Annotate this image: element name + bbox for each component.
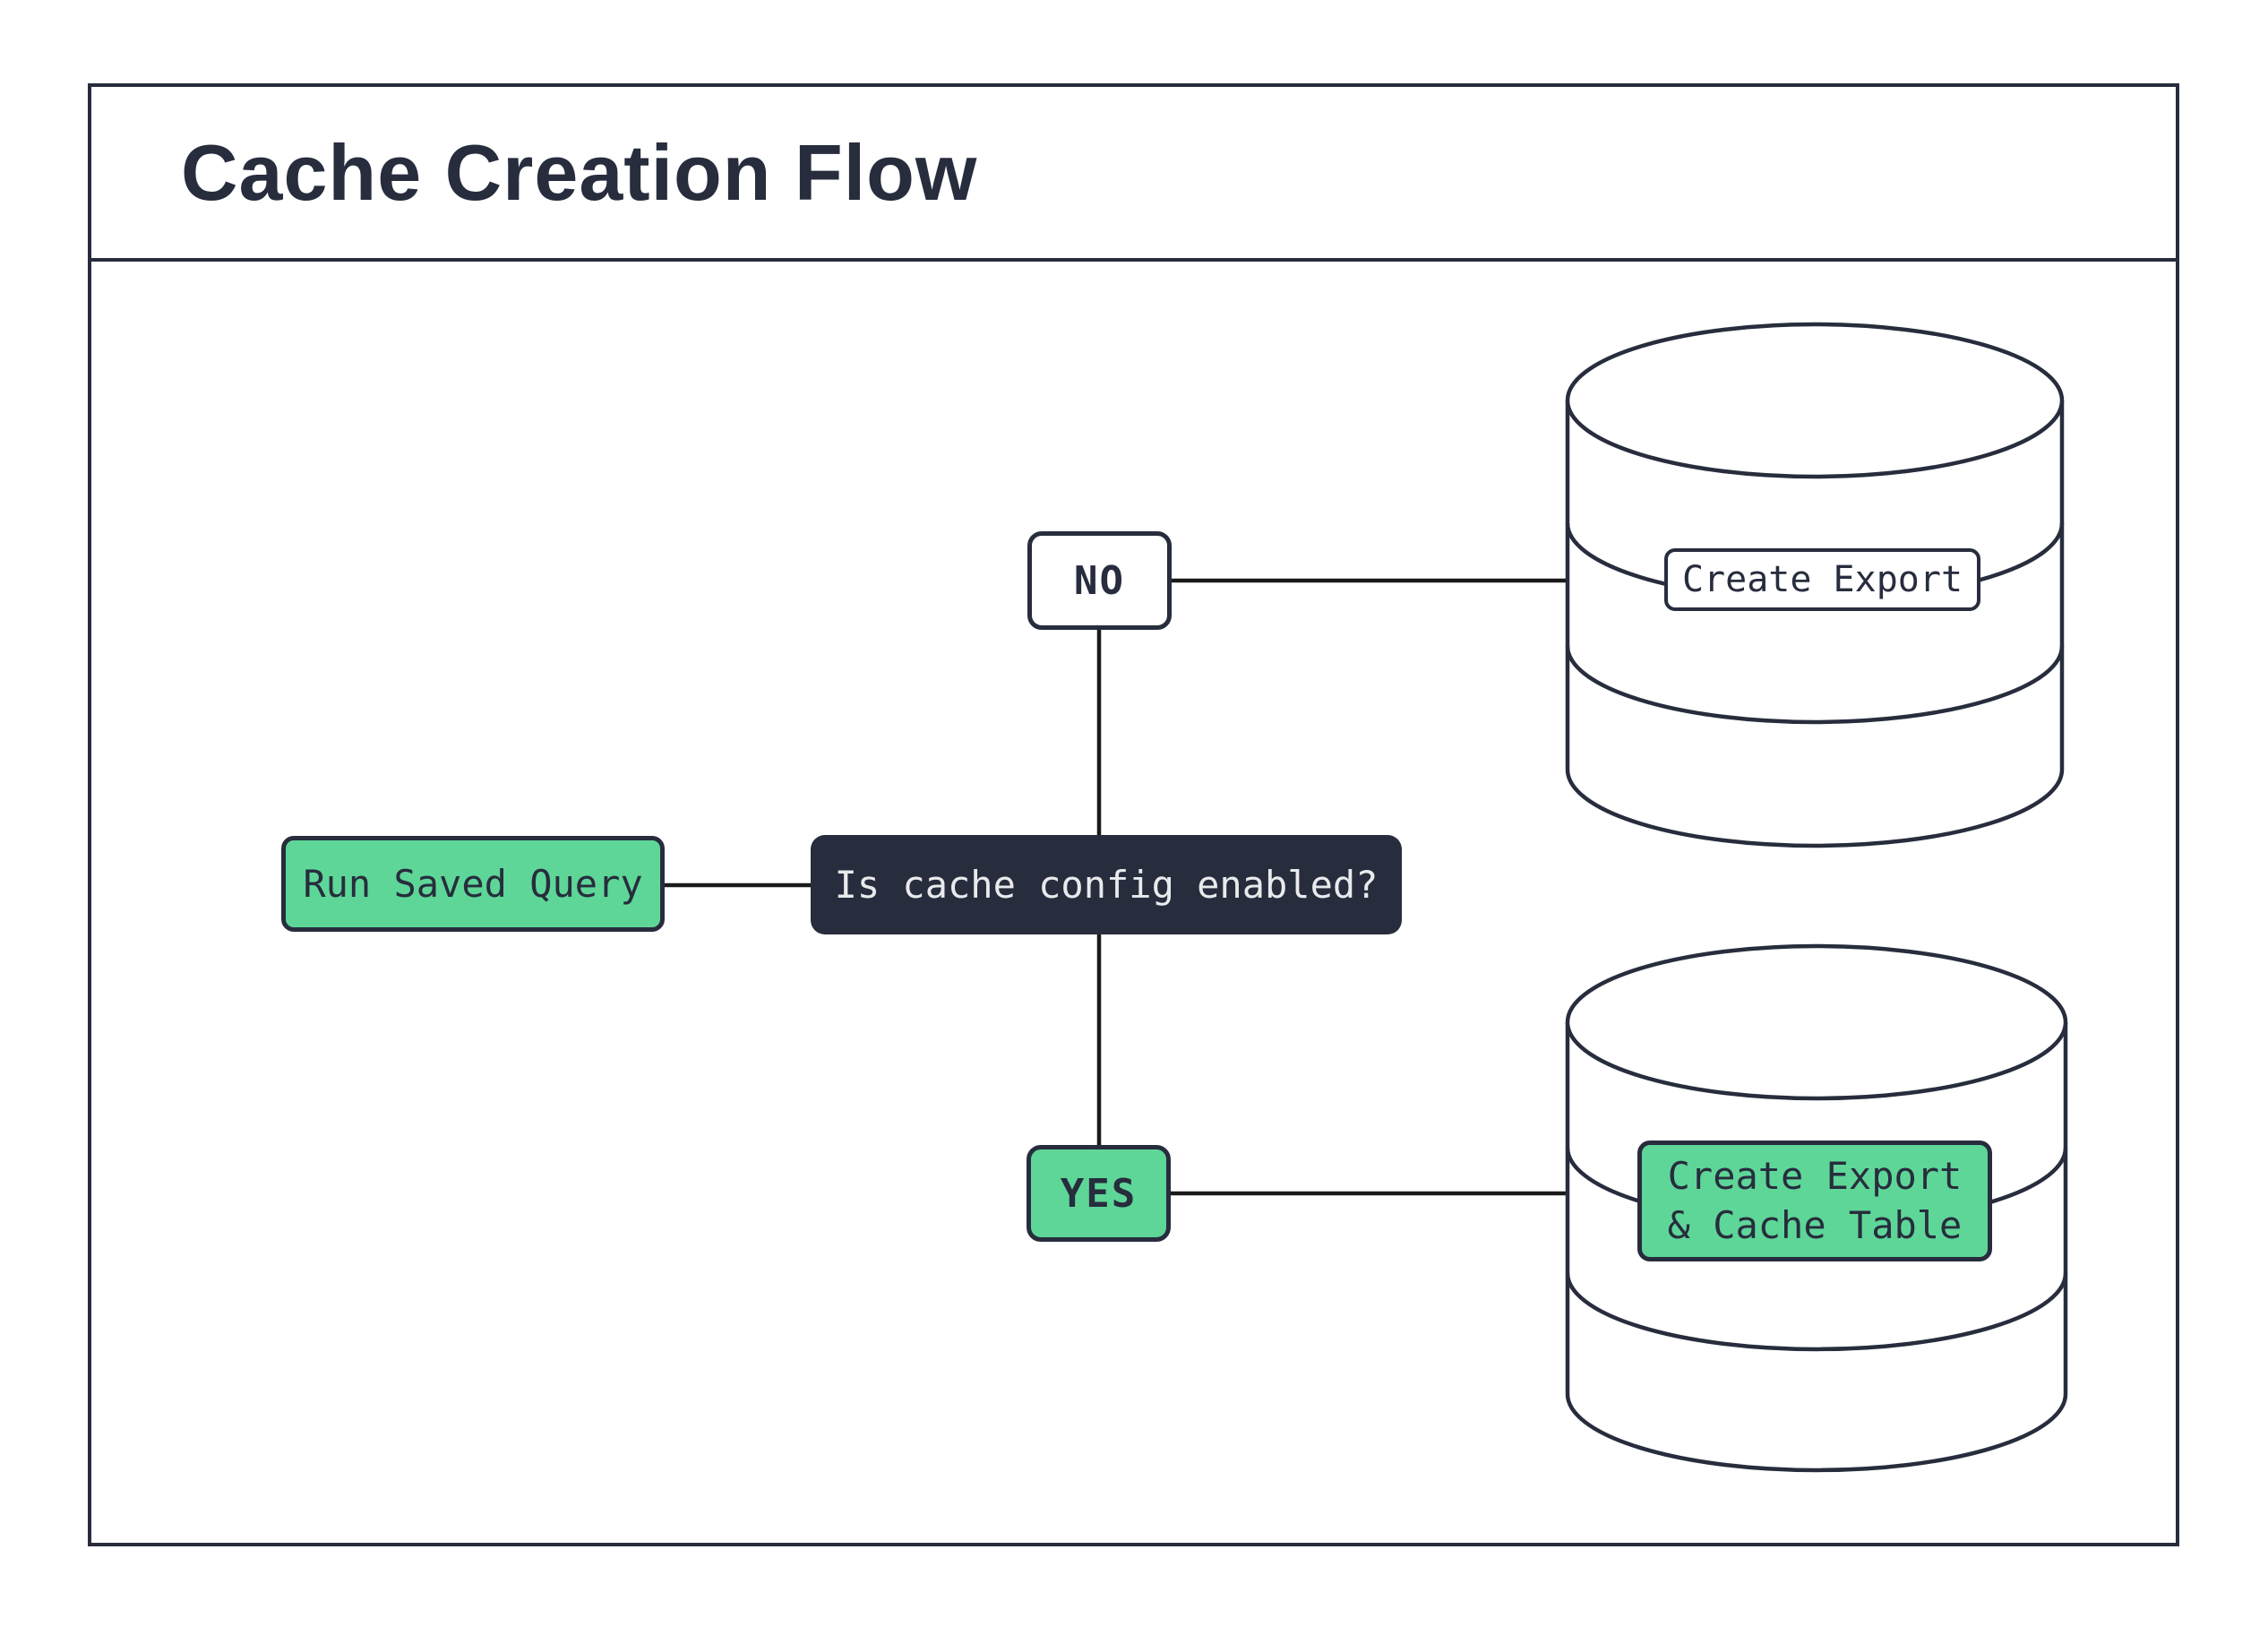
node-create-export-cache-table-line1: Create Export — [1667, 1153, 1963, 1198]
node-create-export: Create Export — [1664, 548, 1980, 611]
database-icon-export — [1565, 322, 2065, 848]
database-top-rim — [1565, 322, 2065, 479]
node-branch-no-label: NO — [1074, 557, 1125, 604]
database-disk-arc — [1565, 1272, 2068, 1352]
node-branch-yes: YES — [1027, 1145, 1171, 1242]
node-run-saved-query-label: Run Saved Query — [303, 862, 643, 906]
database-disk-arc — [1565, 645, 2065, 725]
diagram-header: Cache Creation Flow — [91, 87, 2176, 262]
node-branch-no: NO — [1027, 531, 1172, 630]
page-title: Cache Creation Flow — [181, 127, 978, 217]
node-cache-config-decision: Is cache config enabled? — [811, 835, 1402, 934]
diagram-frame: Cache Creation Flow — [88, 83, 2179, 1546]
node-create-export-cache-table-line2: & Cache Table — [1667, 1202, 1963, 1247]
node-create-export-cache-table: Create Export & Cache Table — [1637, 1141, 1992, 1261]
node-cache-config-decision-label: Is cache config enabled? — [834, 863, 1379, 907]
node-branch-yes-label: YES — [1060, 1170, 1138, 1217]
database-body — [1565, 400, 2065, 848]
node-run-saved-query: Run Saved Query — [281, 836, 665, 932]
database-top-rim — [1565, 943, 2068, 1101]
node-create-export-label: Create Export — [1681, 559, 1963, 600]
